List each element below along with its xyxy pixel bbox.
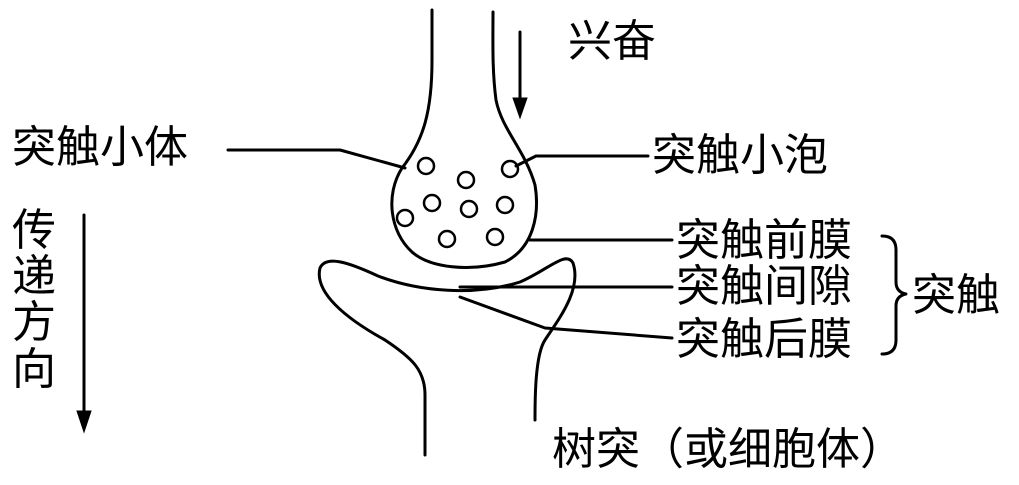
synaptic-cleft-label: 突触间隙 [676, 265, 852, 309]
presynaptic-membrane-label: 突触前膜 [676, 219, 852, 263]
dendrite-label: 树突（或细胞体） [552, 428, 904, 472]
transmission-direction-arrow [77, 215, 91, 432]
vesicle [424, 195, 440, 211]
synapse-label: 突触 [912, 274, 1000, 318]
leader-line-synaptic-knob [228, 150, 405, 168]
vesicle [397, 210, 413, 226]
presynaptic-neuron-outline [392, 10, 537, 267]
vesicle [461, 201, 477, 217]
vesicle [497, 197, 513, 213]
excitation-label: 兴奋 [568, 20, 656, 64]
synapse-bracket [882, 236, 906, 354]
synaptic-vesicles [397, 158, 518, 247]
vesicle [487, 229, 503, 245]
synaptic-vesicle-label: 突触小泡 [652, 134, 828, 178]
leader-line-postsynaptic-membrane [460, 297, 672, 338]
vesicle [458, 172, 474, 188]
synaptic-knob-label: 突触小体 [12, 126, 188, 170]
leader-line-synaptic-vesicle [516, 156, 648, 166]
transmission-direction-label: 传递方向 [12, 208, 60, 393]
vesicle [439, 231, 455, 247]
vesicle [502, 161, 518, 177]
postsynaptic-membrane-label: 突触后膜 [676, 318, 852, 362]
excitation-arrow [513, 32, 527, 118]
vesicle [418, 158, 434, 174]
